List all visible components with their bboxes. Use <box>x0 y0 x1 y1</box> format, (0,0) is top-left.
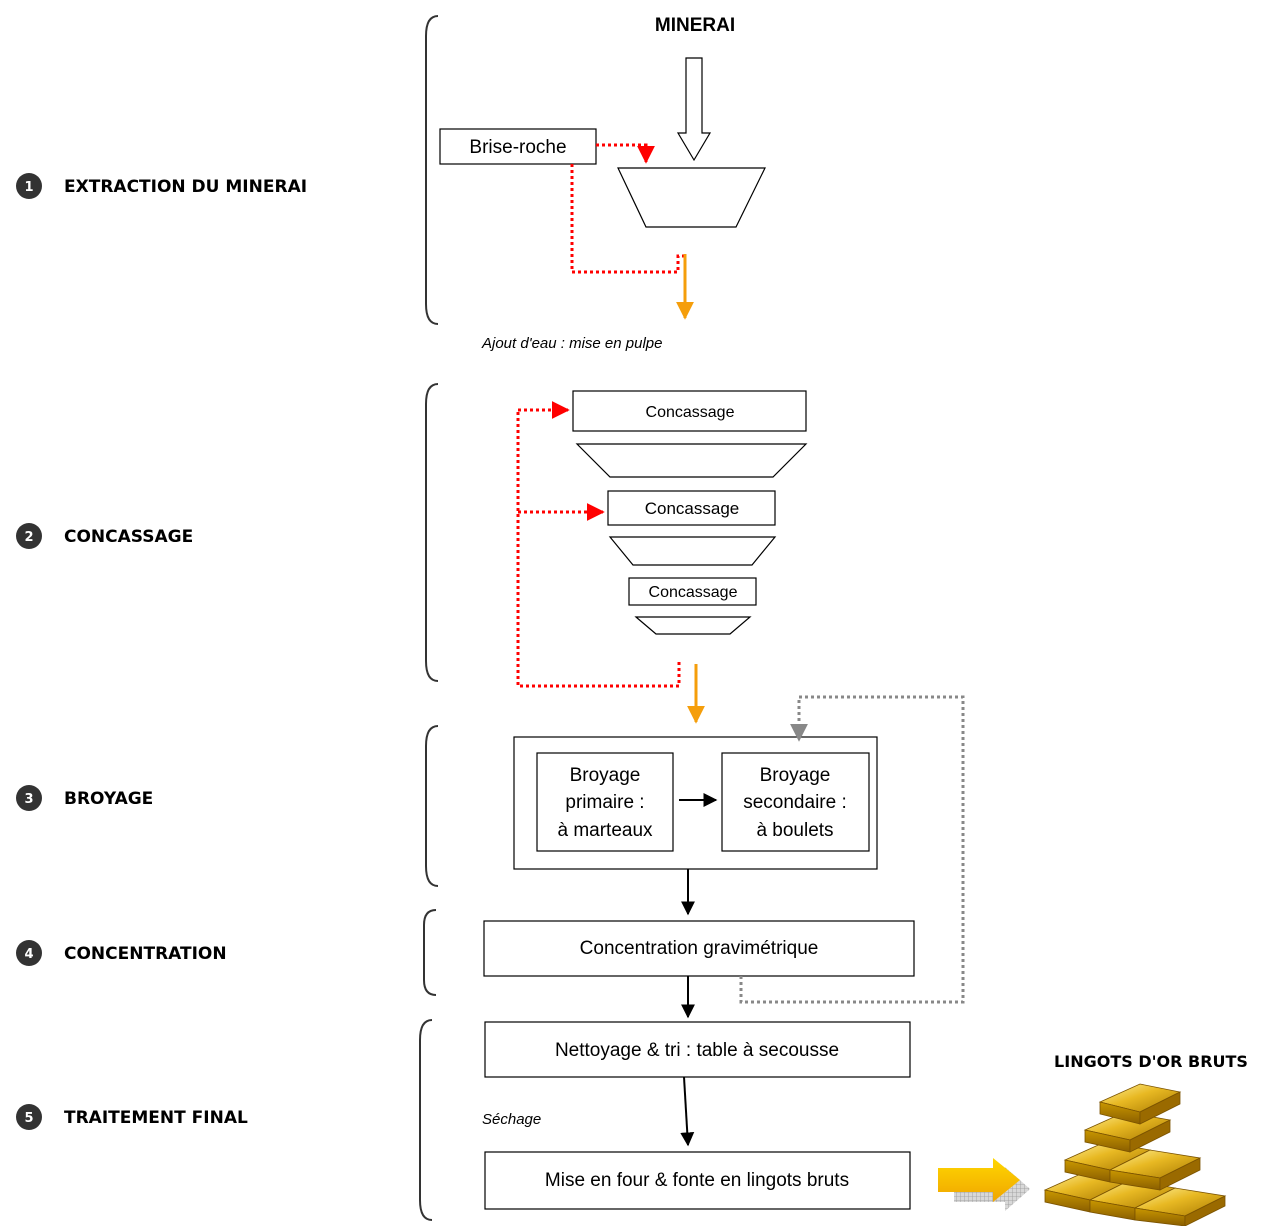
stage-number: 1 <box>24 180 33 195</box>
stage-brace <box>425 383 439 682</box>
crusher-cone <box>634 616 752 635</box>
stage-label: CONCENTRATION <box>64 944 227 964</box>
smelting-label: Mise en four & fonte en lingots bruts <box>545 1170 849 1191</box>
primary-grinding-label: primaire : <box>565 792 644 813</box>
crusher-cone <box>608 536 777 566</box>
breaker-label: Brise-roche <box>469 137 566 158</box>
stage-number-badge <box>16 523 42 549</box>
stage-number: 4 <box>24 947 33 962</box>
crusher-label: Concassage <box>646 404 735 421</box>
cleaning-output-arrow <box>680 1076 695 1147</box>
stage-number: 5 <box>24 1111 33 1126</box>
secondary-grinding-label: secondaire : <box>743 792 847 813</box>
crusher-label: Concassage <box>649 584 738 601</box>
stage-5: 5 TRAITEMENT FINAL <box>16 1104 248 1130</box>
stage-number: 3 <box>24 792 33 807</box>
water-note: Ajout d'eau : mise en pulpe <box>481 335 662 352</box>
smelting-box <box>484 1151 911 1210</box>
crusher-cone <box>575 443 808 478</box>
crushing-bypass-connector <box>516 410 681 688</box>
stage-label: TRAITEMENT FINAL <box>64 1108 248 1128</box>
breaker-bypass-connector <box>570 164 685 274</box>
stage-brace <box>425 725 439 887</box>
stage-2: 2 CONCASSAGE <box>16 523 193 549</box>
crusher-box <box>607 490 776 526</box>
primary-grinding-box <box>536 752 674 852</box>
cleaning-label: Nettoyage & tri : table à secousse <box>555 1040 839 1061</box>
crusher-box <box>628 577 757 606</box>
stage-number-badge <box>16 173 42 199</box>
stage-label: EXTRACTION DU MINERAI <box>64 177 307 197</box>
secondary-grinding-label: à boulets <box>756 820 833 841</box>
secondary-grinding-box <box>721 752 870 852</box>
stage-brace <box>423 909 437 996</box>
hopper <box>617 167 766 228</box>
stage-1: 1 EXTRACTION DU MINERAI <box>16 173 307 199</box>
ore-title: MINERAI <box>655 15 735 36</box>
stage-4: 4 CONCENTRATION <box>16 940 227 966</box>
breaker-box <box>439 128 597 165</box>
stage-number-badge <box>16 1104 42 1130</box>
stage-brace <box>425 15 439 325</box>
concentration-label: Concentration gravimétrique <box>580 938 819 959</box>
crusher-box <box>572 390 807 432</box>
stage-number-badge <box>16 785 42 811</box>
stage-3: 3 BROYAGE <box>16 785 153 811</box>
primary-grinding-label: à marteaux <box>557 820 653 841</box>
crusher-label: Concassage <box>645 499 740 518</box>
output-arrow-icon <box>938 1158 1030 1211</box>
primary-grinding-label: Broyage <box>570 765 641 786</box>
breaker-feed-connector <box>596 143 655 164</box>
gold-ingots-icon <box>1043 1083 1227 1226</box>
stage-number: 2 <box>24 530 33 545</box>
ore-input-arrow <box>676 57 712 162</box>
stage-number-badge <box>16 940 42 966</box>
drying-note: Séchage <box>482 1111 541 1128</box>
stage-label: BROYAGE <box>64 789 153 809</box>
output-title: LINGOTS D'OR BRUTS <box>1054 1052 1248 1071</box>
cleaning-box <box>484 1021 911 1078</box>
concentration-box <box>483 920 915 977</box>
secondary-grinding-label: Broyage <box>760 765 831 786</box>
stage-label: CONCASSAGE <box>64 527 193 547</box>
stage-brace <box>419 1019 433 1221</box>
